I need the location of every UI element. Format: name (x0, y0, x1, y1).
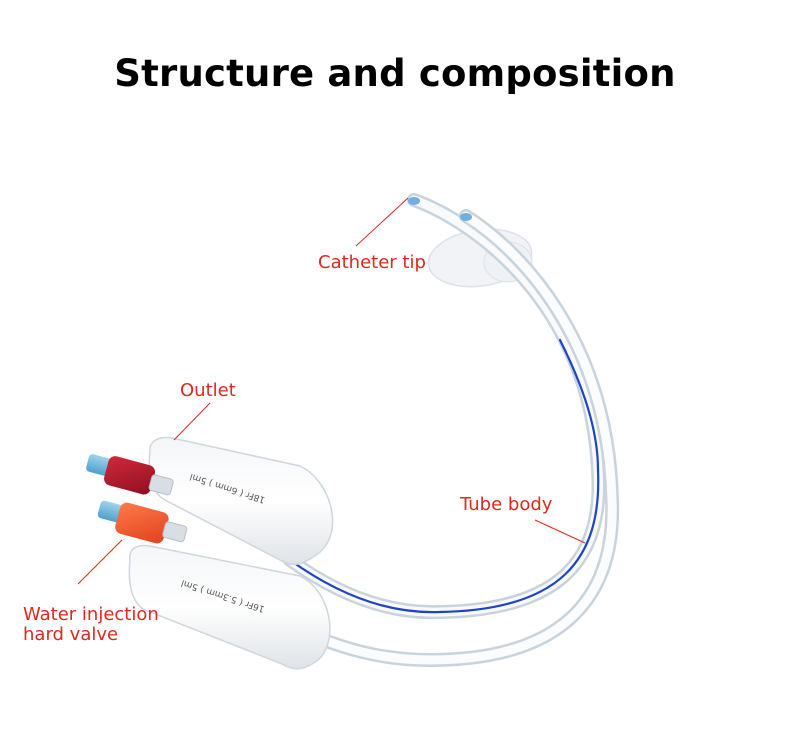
tube-body-leader (534, 519, 586, 544)
catheter-tip-leader (355, 197, 409, 247)
lower-funnel: 16Fr ( 5.3mm ) 5ml (128, 544, 331, 670)
orange-valve (97, 500, 188, 544)
water-injection-leader (77, 539, 123, 585)
tube-body-lower (293, 209, 620, 668)
upper-funnel: 18Fr ( 6mm ) 5ml (148, 436, 334, 566)
outlet-leader (173, 402, 211, 441)
label-outlet: Outlet (180, 380, 236, 401)
catheter-tips (408, 197, 472, 221)
red-valve (86, 454, 174, 496)
page-title: Structure and composition (114, 52, 676, 95)
label-water-injection-1: Water injection (23, 604, 159, 625)
blue-stripe (288, 338, 600, 614)
tube-body-upper (283, 193, 606, 620)
label-water-injection-2: hard valve (23, 624, 118, 645)
label-catheter-tip: Catheter tip (318, 252, 426, 273)
label-tube-body: Tube body (459, 494, 553, 515)
